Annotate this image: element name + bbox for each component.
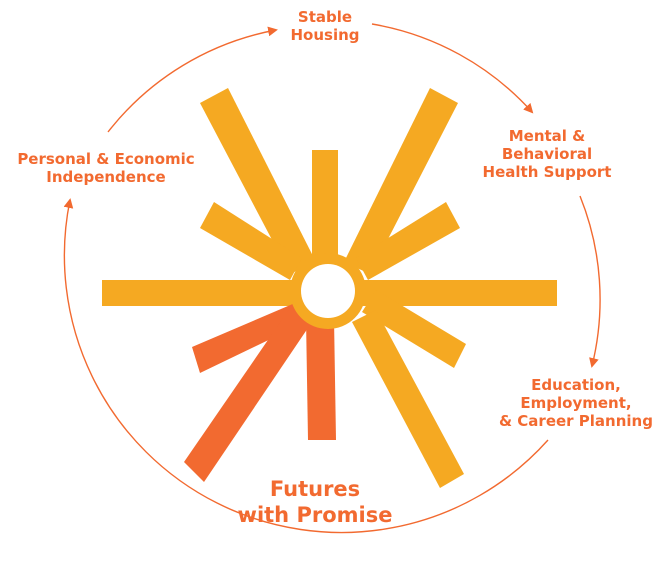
- ray-up-right-short: [356, 202, 460, 280]
- ray-left: [102, 280, 298, 306]
- starburst-rays: [102, 88, 557, 488]
- label-line: Housing: [290, 26, 360, 44]
- label-stable-housing: Stable Housing: [265, 8, 385, 44]
- cycle-arrow-left-to-top: [107, 26, 278, 133]
- ray-up-left-long: [200, 88, 316, 274]
- title-line: Futures: [269, 477, 361, 501]
- diagram-title: Futures with Promise: [230, 476, 400, 528]
- label-line: Education,: [531, 376, 621, 394]
- title-line: with Promise: [237, 503, 393, 527]
- cycle-arrow-right-to-bottomright: [579, 195, 601, 368]
- label-mental-health: Mental & Behavioral Health Support: [462, 127, 632, 181]
- cycle-arrows: [63, 23, 601, 534]
- center-hole: [301, 264, 355, 318]
- center-arrow-head-right: [306, 318, 336, 440]
- center-arrow-head-left: [192, 300, 310, 373]
- label-line: Behavioral: [501, 145, 593, 163]
- label-line: Personal & Economic: [17, 150, 195, 168]
- ray-down-right-short: [362, 290, 466, 368]
- cycle-arrow-bottomright-to-left: [63, 198, 549, 534]
- center-arrow: [184, 300, 336, 482]
- cycle-arrow-top-to-right: [371, 23, 534, 114]
- ray-up: [312, 150, 338, 260]
- label-line: Health Support: [482, 163, 612, 181]
- label-education: Education, Employment, & Career Planning: [482, 376, 670, 430]
- label-line: Mental &: [508, 127, 586, 145]
- ray-right: [360, 280, 557, 306]
- label-line: & Career Planning: [499, 412, 653, 430]
- label-independence: Personal & Economic Independence: [0, 150, 212, 186]
- ray-up-left-short: [200, 202, 302, 280]
- label-line: Independence: [46, 168, 166, 186]
- label-line: Employment,: [520, 394, 632, 412]
- ray-up-right-long: [344, 88, 458, 274]
- label-line: Stable: [297, 8, 353, 26]
- ray-down-right-long: [352, 310, 464, 488]
- center-arrow-shaft: [184, 308, 312, 482]
